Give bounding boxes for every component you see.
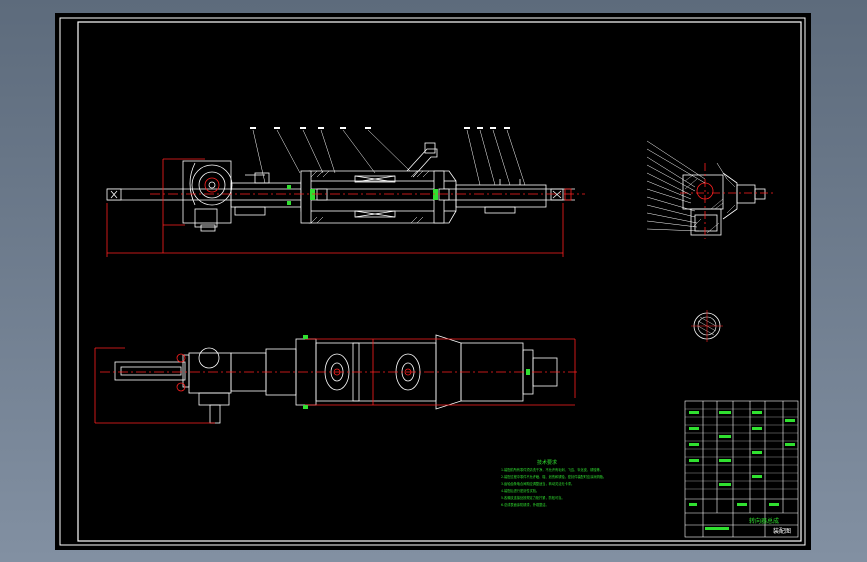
note-line-6: 6.总成表面涂防锈漆，外观整洁。 — [501, 502, 549, 507]
seal-markers — [287, 185, 438, 205]
plan-view — [114, 334, 558, 424]
side-detail-view — [682, 172, 766, 236]
plan-view-markers — [303, 335, 530, 409]
note-line-2: 2.装配过程中零件不允许磕、碰、划伤和锈蚀，密封件装配时应涂润滑脂。 — [501, 474, 606, 479]
section-detail-circle — [691, 310, 723, 342]
inner-frame — [77, 21, 802, 542]
notes-heading: 技术要求 — [537, 459, 557, 466]
part-leaders-top — [252, 129, 526, 186]
title-block-entries — [689, 411, 795, 530]
technical-notes: 技术要求 1.装配前所有零件须清洗干净，不允许有毛刺、飞边、氧化皮、锈蚀等。 2… — [501, 459, 606, 507]
section-hatching — [310, 170, 430, 224]
sheet-label: 装配图 — [773, 527, 791, 535]
note-line-3: 3.齿轮齿条啮合间隙应调整适当，转动灵活无卡滞。 — [501, 481, 574, 486]
part-number-marks — [250, 127, 510, 129]
main-section-view — [106, 142, 575, 232]
plan-view-dimensions — [94, 338, 577, 424]
note-line-1: 1.装配前所有零件须清洗干净，不允许有毛刺、飞边、氧化皮、锈蚀等。 — [501, 467, 603, 472]
side-view-leaders — [646, 140, 728, 232]
drawing-sheet: 转向器总成 装配图 技术要求 1.装配前所有零件须清洗干净，不允许有毛刺、飞边、… — [55, 13, 811, 550]
outer-border — [59, 17, 806, 546]
title-block-rows — [685, 408, 798, 490]
title-block — [684, 400, 799, 538]
side-view-hatch — [684, 174, 736, 234]
drawing-name: 转向器总成 — [749, 517, 779, 525]
note-line-5: 5.各螺纹连接处按规定力矩拧紧，防松可靠。 — [501, 495, 565, 500]
main-view-dimensions — [106, 158, 585, 257]
side-view-centerline — [680, 163, 775, 239]
note-line-4: 4.装配后进行密封性试验。 — [501, 488, 539, 493]
drawing-canvas: 转向器总成 装配图 技术要求 1.装配前所有零件须清洗干净，不允许有毛刺、飞边、… — [59, 17, 806, 546]
